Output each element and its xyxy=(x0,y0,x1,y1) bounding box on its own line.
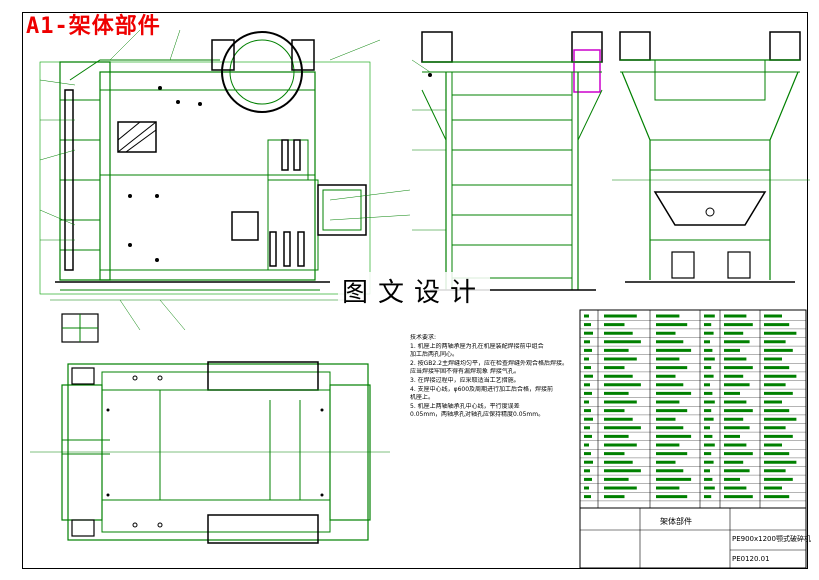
title-block-drawing-number: PE0120.01 xyxy=(732,555,770,563)
notes-line: 1. 机座上的两轴承座为孔在机座装配焊接前中组合 xyxy=(410,342,544,350)
notes-line: 0.05mm，两轴承孔对轴孔应保持精度0.05mm。 xyxy=(410,411,545,419)
top-view xyxy=(30,361,390,544)
notes-line: 机座上。 xyxy=(410,394,435,402)
drawing-frame xyxy=(22,12,808,569)
notes-heading: 技术要求: xyxy=(410,334,437,341)
notes-line: 5. 机座上两轴轴承孔中心线，平行度误差 xyxy=(410,402,520,410)
title-block xyxy=(579,507,807,569)
sheet-title: A1-架体部件 xyxy=(26,14,161,39)
side-view-middle xyxy=(411,31,603,291)
front-view xyxy=(39,29,411,343)
notes-line: 2. 按GB2.2主焊缝均匀平，应在检查焊缝外观合格后焊接。 xyxy=(410,359,568,367)
notes-line: 4. 支座中心线，φ600及周期进行加工后合格，焊接前 xyxy=(410,385,554,393)
watermark: 图文设计 xyxy=(338,272,491,309)
notes-line: 应当焊接牢固不得有漏焊现象 焊接气孔。 xyxy=(410,368,520,376)
technical-notes: 技术要求: 1. 机座上的两轴承座为孔在机座装配焊接前中组合 加工后两孔同心。 … xyxy=(410,334,580,420)
title-block-part-name: 架体部件 xyxy=(660,517,692,526)
title-block-product-name: PE900x1200颚式破碎机 xyxy=(732,535,811,543)
side-view-right xyxy=(612,31,810,283)
notes-line: 加工后两孔同心。 xyxy=(410,351,459,359)
notes-line: 3. 在焊接过程中，应采取适当工艺措施。 xyxy=(410,376,520,384)
